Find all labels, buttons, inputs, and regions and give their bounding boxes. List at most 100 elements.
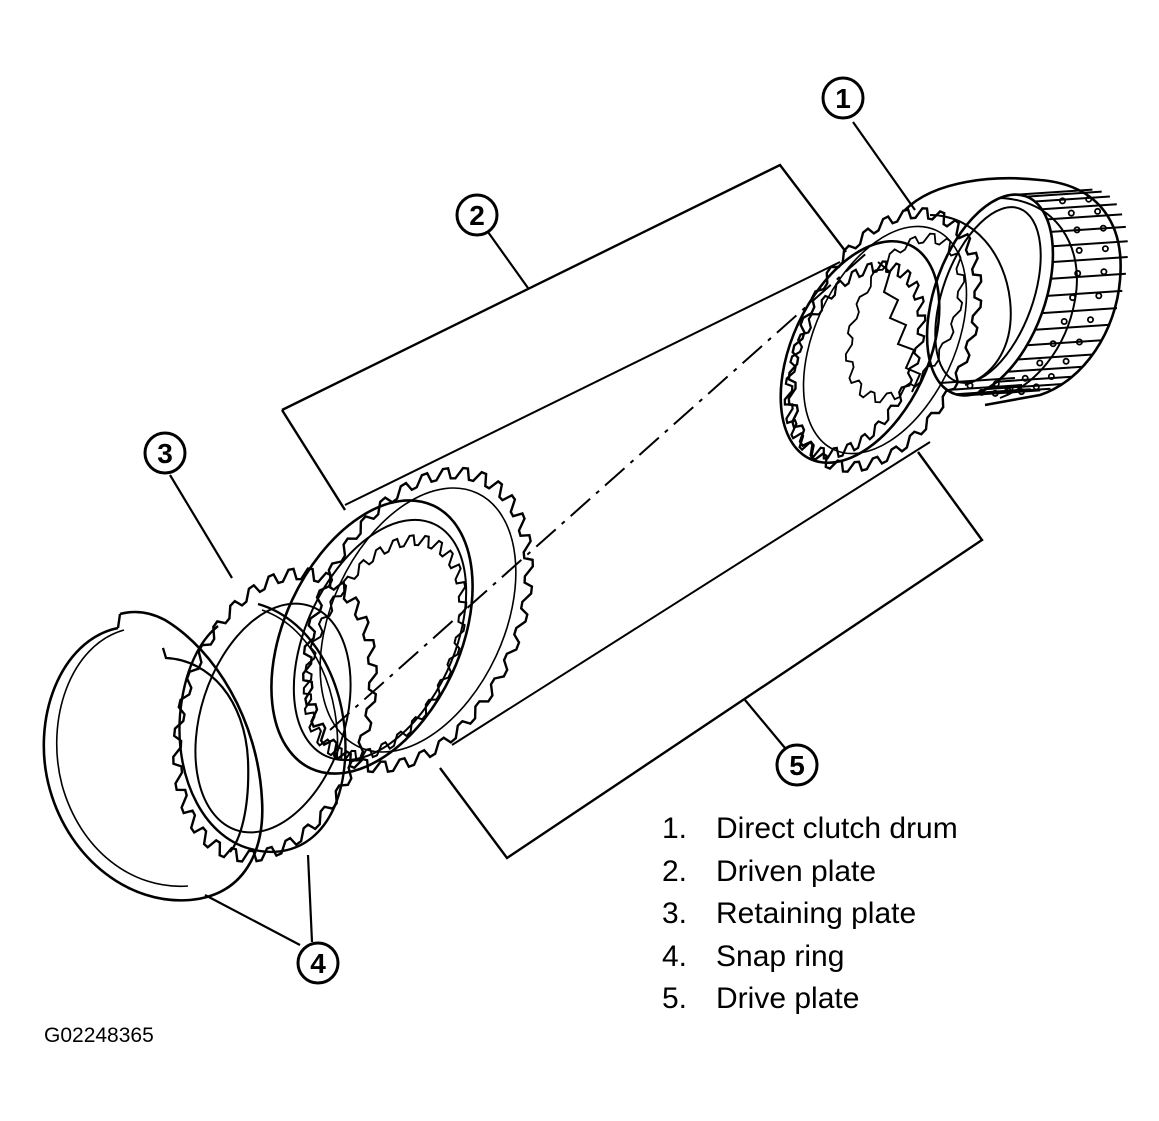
drum-spline-line — [1034, 195, 1110, 203]
drum-hole — [1049, 340, 1057, 348]
legend-label: Snap ring — [716, 939, 845, 973]
drive-plate-front-teeth — [302, 534, 468, 762]
drum-hole — [1094, 207, 1102, 215]
drum-spline-line — [1047, 289, 1123, 297]
drum-spline-line — [965, 389, 1041, 397]
drum-splines — [939, 188, 1128, 397]
drum-hole — [1074, 269, 1082, 277]
retaining-plate-inner — [194, 602, 352, 834]
drum-spline-line — [1052, 256, 1128, 263]
driven-plate-bracket-leg — [280, 409, 347, 511]
legend-item: 4. Snap ring — [662, 936, 958, 979]
direct-clutch-drum — [904, 177, 1128, 407]
legend-item: 2. Driven plate — [662, 851, 958, 894]
legend-label: Drive plate — [716, 982, 860, 1015]
drum-spline-line — [1017, 353, 1093, 361]
drum-spline-line — [986, 383, 1062, 391]
drum-hole — [1067, 209, 1075, 217]
drum-hole — [1059, 197, 1067, 205]
legend-number: 3. — [662, 897, 688, 930]
drum-hole — [992, 380, 1000, 388]
legend-number: 4. — [662, 939, 688, 973]
parts-legend: 1. Direct clutch drum 2. Driven plate 3. Re… — [662, 808, 958, 1021]
center-axis — [329, 249, 871, 731]
plate-teeth-outline — [172, 567, 378, 863]
plate-pack-rear — [779, 207, 983, 473]
drum-hole — [1004, 387, 1012, 395]
drum-spline-line — [1041, 203, 1117, 211]
callout-2-leader — [487, 231, 529, 289]
drum-hole — [1075, 246, 1083, 254]
drum-hole — [1100, 268, 1108, 276]
drum-spline-line — [1050, 225, 1126, 233]
drum-spline-line — [996, 375, 1073, 383]
callout-1-leader — [852, 121, 916, 211]
envelope-bottom — [451, 441, 931, 746]
plate-teeth-outline — [844, 232, 966, 404]
drum-spline-line — [1026, 190, 1102, 198]
drum-spline-line — [1007, 365, 1083, 373]
retaining-plate — [172, 567, 378, 863]
callout-1: 1 — [821, 76, 865, 120]
callout-3-label: 3 — [157, 438, 173, 469]
drum-hole — [978, 388, 986, 396]
legend-label: Direct clutch drum — [716, 812, 958, 845]
callout-3-leader — [169, 474, 233, 579]
driven-plate-front — [301, 466, 535, 774]
callout-4-leader-b — [306, 854, 314, 943]
drum-spline-line — [1017, 188, 1093, 196]
drum-hole — [1018, 388, 1026, 396]
drum-hole — [1021, 374, 1029, 382]
legend-number: 5. — [662, 982, 688, 1015]
snap-ring-outer — [42, 610, 264, 902]
figure-id: G02248365 — [44, 1024, 154, 1047]
drum-spline-line — [939, 377, 1015, 384]
drive-plate-bracket — [439, 451, 984, 860]
drum-holes — [966, 195, 1109, 397]
legend-item: 1. Direct clutch drum — [662, 808, 958, 851]
drum-spline-line — [1050, 272, 1126, 280]
drive-plate-rear-teeth — [844, 232, 966, 404]
callout-3: 3 — [143, 431, 187, 475]
drum-hole — [966, 382, 974, 390]
drum-hole — [1095, 292, 1103, 300]
callout-4-label: 4 — [310, 948, 326, 979]
legend-item: 5. Drive plate — [662, 978, 958, 1021]
drum-hole — [1062, 357, 1070, 365]
callout-4: 4 — [296, 941, 340, 985]
drum-spline-line — [1035, 323, 1111, 331]
legend-number: 2. — [662, 854, 688, 888]
callout-1-label: 1 — [835, 83, 851, 114]
drum-hole — [1073, 226, 1081, 234]
callout-4-leader-a — [204, 894, 301, 946]
drum-hole — [1032, 383, 1040, 391]
drive-plate-rear — [783, 260, 927, 460]
snap-ring-inner — [161, 602, 347, 853]
drum-hole — [1101, 245, 1109, 253]
drum-hole — [1069, 294, 1077, 302]
drum-hole — [1060, 317, 1068, 325]
plate-teeth-outline — [301, 466, 535, 774]
plate-teeth-outline — [787, 207, 983, 473]
callout-5-leader — [744, 699, 786, 749]
drum-spline-line — [1047, 213, 1123, 221]
plate-teeth-outline — [302, 534, 468, 762]
driven-plate-bracket — [281, 163, 847, 412]
drum-hole — [1036, 359, 1044, 367]
drum-spline-line — [1026, 339, 1102, 347]
legend-item: 3. Retaining plate — [662, 893, 958, 936]
plate-teeth-outline — [783, 260, 927, 460]
envelope-top — [344, 261, 841, 506]
legend-label: Driven plate — [716, 854, 877, 888]
drum-hole — [1099, 224, 1107, 232]
drum-hole — [1047, 372, 1055, 380]
drum-hole — [1085, 195, 1093, 203]
plate-pack-front — [270, 466, 535, 775]
callout-5-label: 5 — [789, 750, 805, 781]
drum-hole — [991, 389, 999, 397]
legend-label: Retaining plate — [716, 897, 917, 930]
legend-number: 1. — [662, 812, 688, 845]
drum-spline-line — [1052, 240, 1128, 248]
callout-2-label: 2 — [469, 200, 485, 231]
